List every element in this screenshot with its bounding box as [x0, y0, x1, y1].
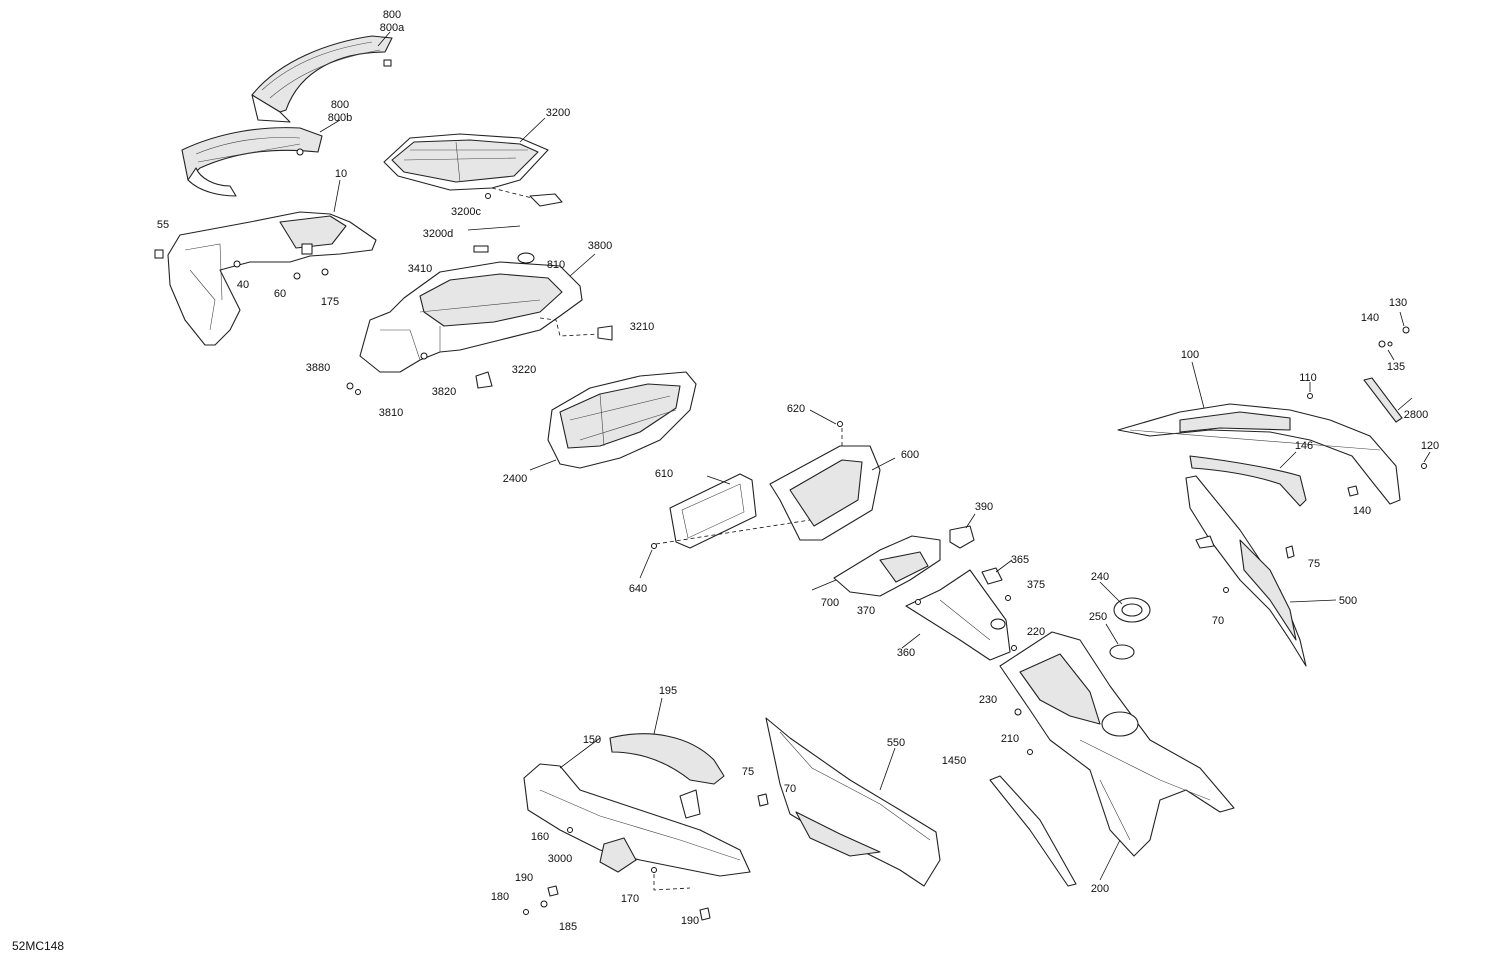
callout-375: 375 — [1027, 579, 1045, 591]
part-800-visor — [251, 35, 393, 123]
callout-550: 550 — [887, 737, 905, 749]
callout-10: 10 — [335, 168, 347, 180]
callout-185: 185 — [559, 921, 577, 933]
callout-3200d: 3200d — [423, 228, 454, 240]
callout-370: 370 — [857, 605, 875, 617]
callout-180: 180 — [491, 891, 509, 903]
callout-230: 230 — [979, 694, 997, 706]
part-240-ring — [1113, 597, 1151, 623]
callout-120: 120 — [1421, 440, 1439, 452]
callout-390: 390 — [975, 501, 993, 513]
part-10-front-fairing — [154, 211, 377, 346]
callout-3210: 3210 — [630, 321, 654, 333]
part-550-side-panel — [765, 717, 941, 887]
part-195-trim-strip — [609, 733, 725, 785]
callout-70a: 70 — [784, 783, 796, 795]
callout-3220: 3220 — [512, 364, 536, 376]
callout-800: 800 — [383, 9, 401, 21]
callout-3200: 3200 — [546, 107, 570, 119]
callout-70b: 70 — [1212, 615, 1224, 627]
callout-640: 640 — [629, 583, 647, 595]
callout-200: 200 — [1091, 883, 1109, 895]
callout-610: 610 — [655, 468, 673, 480]
callout-810: 810 — [547, 259, 565, 271]
callout-100: 100 — [1181, 349, 1199, 361]
part-3200-storage-lid — [383, 133, 549, 191]
part-146-trim — [1189, 455, 1307, 507]
callout-160: 160 — [531, 831, 549, 843]
callout-110: 110 — [1299, 372, 1317, 384]
part-500-side-panel — [1185, 475, 1307, 667]
part-700-console-cover — [833, 535, 941, 597]
callout-800a: 800a — [380, 22, 405, 34]
drawing-code: 52MC148 — [12, 939, 64, 953]
callout-135: 135 — [1387, 361, 1405, 373]
callout-800b: 800b — [328, 112, 352, 124]
callout-190a: 190 — [515, 872, 533, 884]
callout-3410: 3410 — [408, 263, 432, 275]
part-2400-instrument-cluster — [547, 371, 697, 469]
callout-60: 60 — [274, 288, 286, 300]
part-150-side-fairing — [523, 763, 751, 877]
callout-3200c: 3200c — [451, 206, 481, 218]
callout-600: 600 — [901, 449, 919, 461]
callout-2800: 2800 — [1404, 409, 1428, 421]
callout-40: 40 — [237, 279, 249, 291]
callout-146: 146 — [1295, 440, 1313, 452]
callout-620: 620 — [787, 403, 805, 415]
callout-800b_800: 800 — [331, 99, 349, 111]
part-200-lower-console — [999, 631, 1235, 857]
callout-2400: 2400 — [503, 473, 527, 485]
callout-240: 240 — [1091, 571, 1109, 583]
part-360-console-panel — [905, 569, 1011, 661]
callout-3000: 3000 — [548, 853, 572, 865]
part-800b-trim — [181, 127, 323, 197]
callout-195: 195 — [659, 685, 677, 697]
callout-3810: 3810 — [379, 407, 403, 419]
callout-250: 250 — [1089, 611, 1107, 623]
callout-3820: 3820 — [432, 386, 456, 398]
callout-170: 170 — [621, 893, 639, 905]
callout-140b: 140 — [1353, 505, 1371, 517]
callout-360: 360 — [897, 647, 915, 659]
part-3800-storage-tub — [359, 252, 583, 373]
callout-220: 220 — [1027, 626, 1045, 638]
part-100-rear-upper — [1117, 403, 1401, 505]
callout-500: 500 — [1339, 595, 1357, 607]
callout-190b: 190 — [681, 915, 699, 927]
callout-55: 55 — [157, 219, 169, 231]
callout-75b: 75 — [1308, 558, 1320, 570]
callout-150: 150 — [583, 734, 601, 746]
callout-365: 365 — [1011, 554, 1029, 566]
callout-210: 210 — [1001, 733, 1019, 745]
callout-3800: 3800 — [588, 240, 612, 252]
part-610-frame — [669, 473, 757, 549]
callout-130: 130 — [1389, 297, 1407, 309]
callout-140a: 140 — [1361, 312, 1379, 324]
callout-700: 700 — [821, 597, 839, 609]
callout-75a: 75 — [742, 766, 754, 778]
callout-175: 175 — [321, 296, 339, 308]
callout-3880: 3880 — [306, 362, 330, 374]
callout-1450: 1450 — [942, 755, 966, 767]
part-600-bezel — [769, 445, 881, 541]
